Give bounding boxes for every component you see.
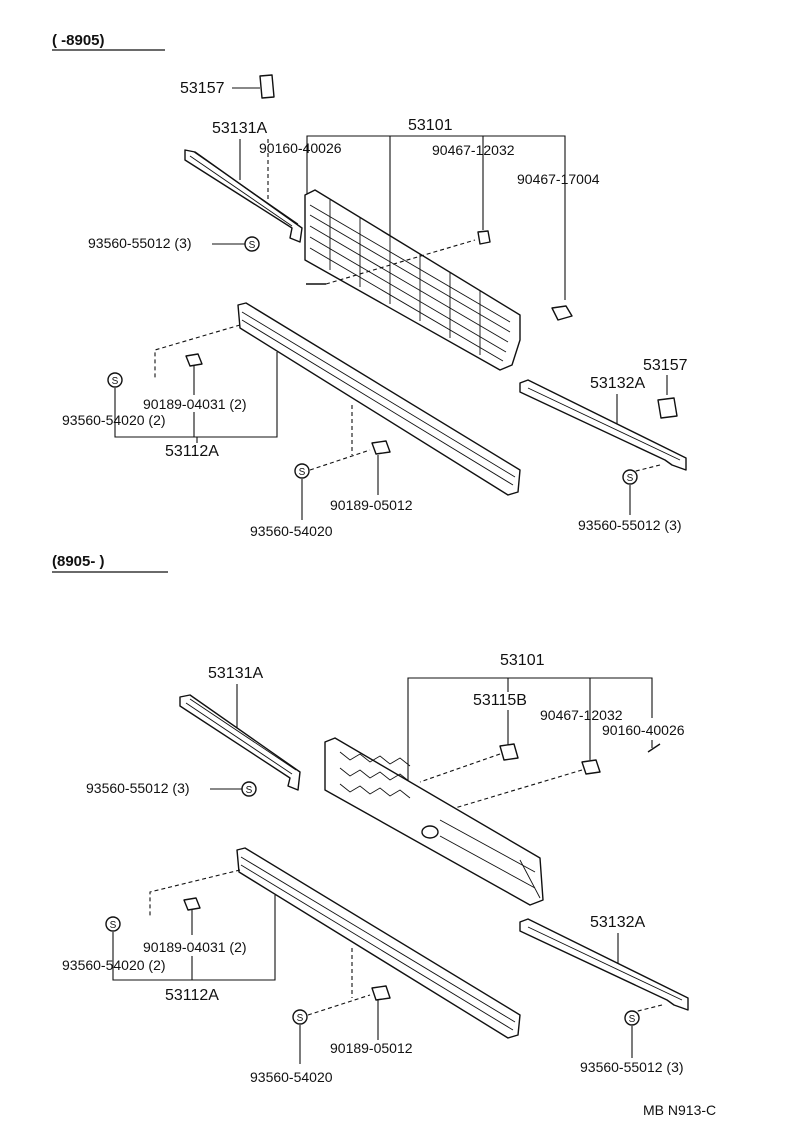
grille-late (324, 737, 544, 906)
label-53157-right: 53157 (643, 357, 688, 374)
s-clip-symbol (244, 236, 260, 252)
section-header: (8905- ) (52, 553, 105, 570)
label-90189-04031: 90189-04031 (2) (143, 939, 247, 955)
label-93560-55012: 93560-55012 (3) (88, 235, 192, 251)
svg-text:S: S (112, 376, 119, 387)
label-53101: 53101 (500, 652, 545, 669)
s-clip-symbol (107, 372, 123, 388)
s-clip-symbol (624, 1010, 640, 1026)
label-90189-05012: 90189-05012 (330, 497, 413, 513)
right-moulding-upper (519, 379, 687, 471)
label-53131A: 53131A (212, 120, 267, 137)
diagram-code: MB N913-C (643, 1102, 716, 1118)
label-53112A: 53112A (165, 987, 219, 1004)
label-90467-17004: 90467-17004 (517, 171, 600, 187)
clip-90189-05012 (371, 985, 391, 1001)
s-clip-symbol (241, 781, 257, 797)
label-93560-54020-2: 93560-54020 (2) (62, 957, 166, 973)
s-clip-symbol (105, 916, 121, 932)
clip-90189-04031 (183, 897, 201, 911)
tag-53157 (259, 74, 275, 99)
label-90467-12032: 90467-12032 (432, 142, 515, 158)
label-53157: 53157 (180, 80, 225, 97)
label-93560-55012-right: 93560-55012 (3) (580, 1059, 684, 1075)
s-clip-symbol (622, 469, 638, 485)
label-90160-40026: 90160-40026 (602, 722, 685, 738)
label-93560-54020-2: 93560-54020 (2) (62, 412, 166, 428)
label-93560-54020: 93560-54020 (250, 1069, 333, 1085)
label-53131A: 53131A (208, 665, 263, 682)
s-clip-symbol (292, 1009, 308, 1025)
svg-text:S: S (627, 473, 634, 484)
nut-90467-12032 (477, 230, 491, 245)
label-90189-04031: 90189-04031 (2) (143, 396, 247, 412)
tag-53157-right (657, 397, 678, 419)
label-53101: 53101 (408, 117, 453, 134)
lower-moulding-late (236, 847, 521, 1039)
label-90160-40026: 90160-40026 (259, 140, 342, 156)
svg-text:S: S (249, 240, 256, 251)
section-late: (8905- ) 53131A 93560-55012 (3) S 53101 … (52, 553, 689, 1085)
label-90467-12032: 90467-12032 (540, 707, 623, 723)
right-moulding-lower (519, 918, 689, 1011)
retainer-53115B (499, 743, 519, 761)
label-53132A: 53132A (590, 914, 645, 931)
svg-text:S: S (110, 920, 117, 931)
label-53112A: 53112A (165, 443, 219, 460)
svg-text:S: S (246, 785, 253, 796)
s-clip-symbol (294, 463, 310, 479)
clip-90189-04031 (185, 353, 203, 367)
section-header: ( -8905) (52, 32, 105, 49)
label-53132A: 53132A (590, 375, 645, 392)
label-93560-54020: 93560-54020 (250, 523, 333, 539)
label-93560-55012-right: 93560-55012 (3) (578, 517, 682, 533)
label-53115B: 53115B (473, 692, 527, 709)
grille-early (304, 189, 521, 371)
svg-text:S: S (299, 467, 306, 478)
lower-moulding-early (237, 302, 521, 496)
left-moulding-lower (179, 694, 301, 791)
section-early: ( -8905) 53157 53131A 93560-55012 (3) S … (52, 32, 688, 539)
screw-90160 (647, 743, 661, 753)
nut-90467-12032 (581, 759, 601, 775)
label-93560-55012: 93560-55012 (3) (86, 780, 190, 796)
clip-90189-05012 (371, 440, 391, 455)
label-90189-05012: 90189-05012 (330, 1040, 413, 1056)
svg-text:S: S (297, 1013, 304, 1024)
clip-90467-17004 (551, 305, 573, 321)
left-moulding-upper (184, 149, 303, 243)
svg-text:S: S (629, 1014, 636, 1025)
